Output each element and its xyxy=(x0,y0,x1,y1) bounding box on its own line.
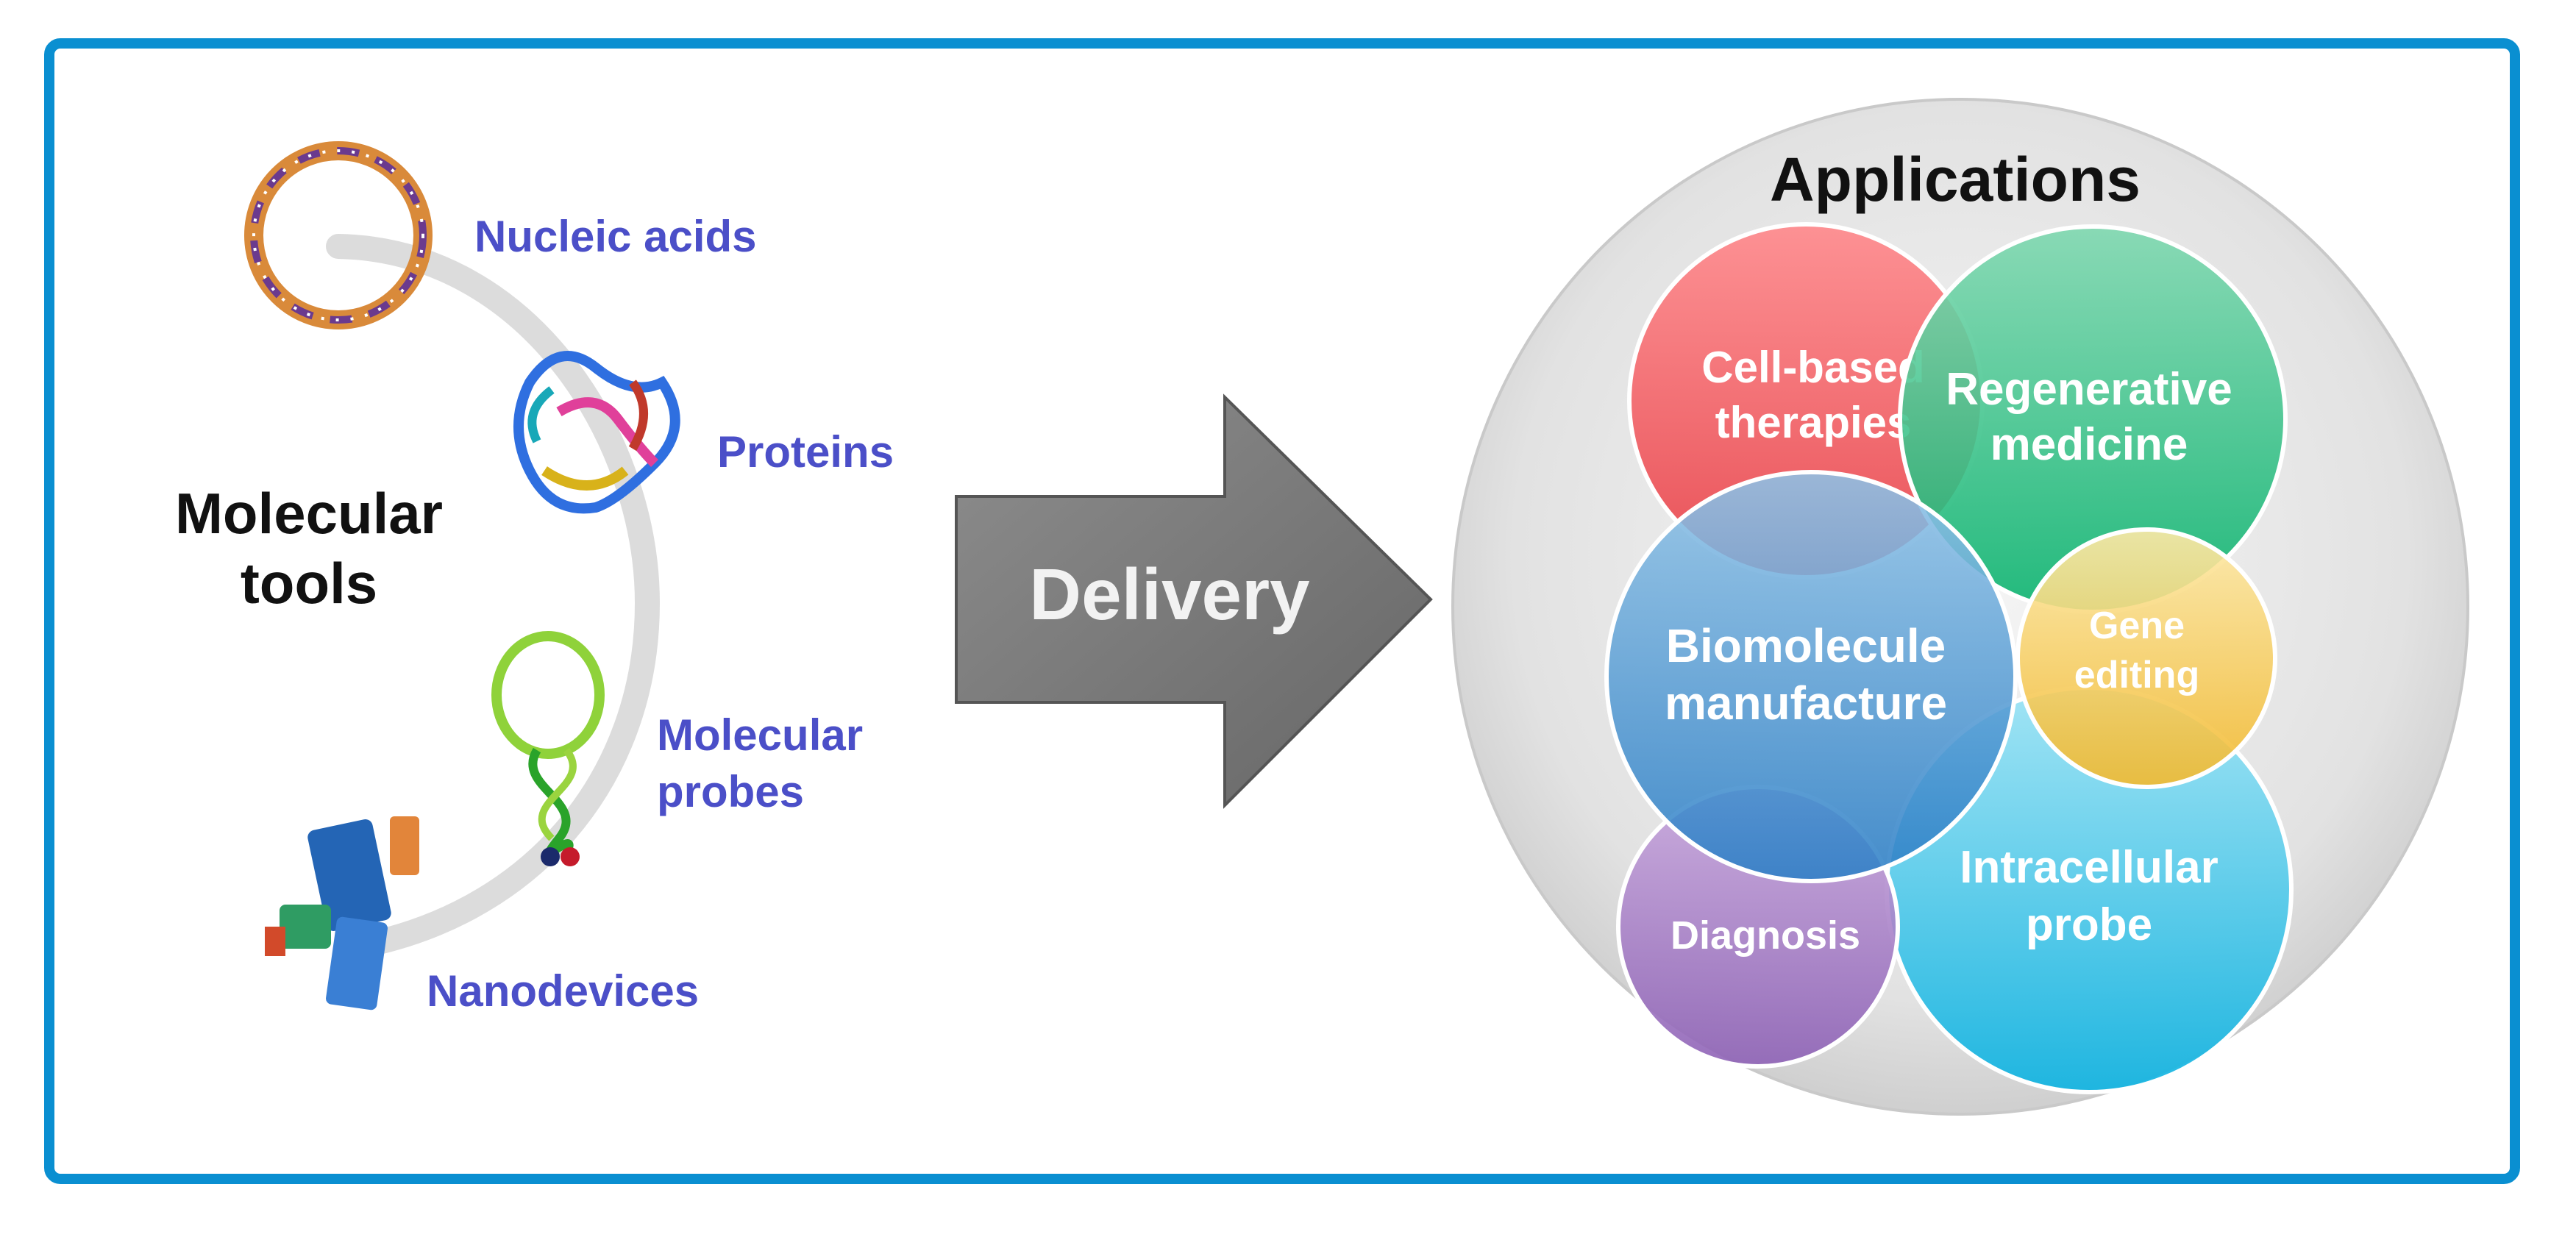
diagnosis-label: Diagnosis xyxy=(1671,913,1860,958)
label-proteins: Proteins xyxy=(717,427,894,477)
nucleic-acid-icon xyxy=(244,141,433,329)
gene-editing-line1: Gene xyxy=(2089,605,2185,647)
circle-biomolecule-manufacture: Biomolecule manufacture xyxy=(1604,470,2018,883)
label-molecular-probes-line2: probes xyxy=(657,767,804,816)
delivery-arrow xyxy=(955,393,1433,809)
protein-icon xyxy=(513,351,680,514)
biomolecule-manufacture-line1: Biomolecule xyxy=(1666,619,1946,672)
nanodevice-icon xyxy=(265,816,419,1010)
tools-arc xyxy=(326,234,661,961)
regenerative-medicine-line1: Regenerative xyxy=(1946,364,2232,415)
intracellular-probe-line1: Intracellular xyxy=(1960,842,2218,893)
cell-based-therapies-line2: therapies xyxy=(1715,398,1912,447)
molecular-tools-heading-line2: tools xyxy=(241,551,377,616)
cell-based-therapies-line1: Cell-based xyxy=(1701,343,1924,392)
regenerative-medicine-line2: medicine xyxy=(1990,419,2188,470)
molecular-probe-icon xyxy=(491,631,605,866)
gene-editing-line2: editing xyxy=(2074,654,2199,696)
circle-gene-editing: Gene editing xyxy=(2015,527,2277,789)
molecular-tools-heading-line1: Molecular xyxy=(175,481,443,546)
applications-title: Applications xyxy=(1770,145,2141,214)
label-molecular-probes-line1: Molecular xyxy=(657,710,863,760)
intracellular-probe-line2: probe xyxy=(2026,899,2152,950)
biomolecule-manufacture-line2: manufacture xyxy=(1665,677,1947,730)
delivery-label: Delivery xyxy=(1029,554,1309,635)
label-nucleic-acids: Nucleic acids xyxy=(474,212,757,261)
label-nanodevices: Nanodevices xyxy=(427,966,699,1016)
